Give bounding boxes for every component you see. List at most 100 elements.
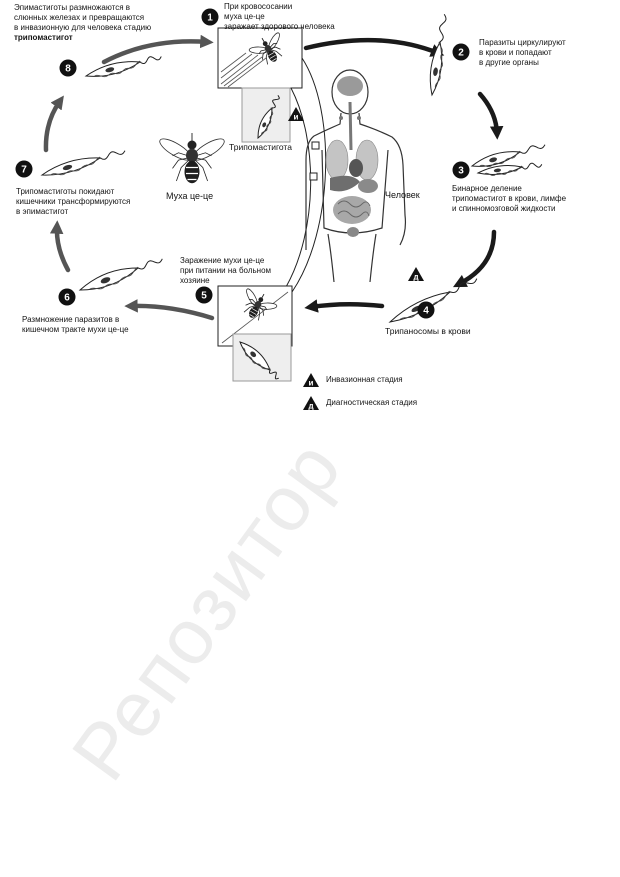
- fly-head: [258, 297, 264, 303]
- step-badge-6: 6: [58, 288, 76, 306]
- text-line: хозяине: [180, 276, 210, 285]
- bite-illustration-box: [217, 27, 303, 89]
- proboscis: [261, 37, 265, 43]
- step-badge-2: 2: [452, 43, 470, 61]
- step-badge-8: 8: [59, 59, 77, 77]
- intestine-folds: [337, 200, 371, 218]
- arrow-step6-to-step7: [49, 220, 71, 273]
- text-line: в другие органы: [479, 58, 539, 67]
- step-badge-number: 8: [65, 64, 71, 75]
- blood-sample-marker-lower: [309, 172, 318, 181]
- text-line: кишечники трансформируются: [16, 197, 131, 206]
- fly-abdomen: [249, 306, 259, 318]
- step-badge-4: 4: [417, 301, 435, 319]
- undulating-membrane: [89, 266, 138, 290]
- human-left-lung: [325, 139, 349, 181]
- human-liver: [330, 175, 360, 192]
- human-brain: [337, 76, 363, 96]
- legend-infective-text: Инвазионная стадия: [326, 375, 403, 384]
- undulating-membrane: [261, 107, 274, 135]
- text-line: кишечном тракте мухи це-це: [22, 325, 129, 334]
- step-badge-number: 4: [423, 306, 429, 317]
- flagellum: [99, 150, 126, 160]
- undulating-membrane: [434, 41, 443, 88]
- text-line: в инвазионную для человека стадию: [14, 23, 152, 32]
- step-6-description: Размножение паразитов в кишечном тракте …: [22, 315, 129, 335]
- legend-infective-marker: и: [303, 373, 319, 388]
- transmission-line-inner: [285, 87, 312, 288]
- text-line: Трипаносомы в крови: [385, 326, 471, 336]
- text-line: Трипомастиготы покидают: [16, 187, 115, 196]
- fly-head: [187, 140, 197, 150]
- flagellum: [139, 56, 162, 64]
- nucleus: [62, 164, 73, 171]
- lymph-node: [339, 116, 343, 120]
- ingested-trypomastigote: [239, 341, 279, 380]
- nucleus: [433, 67, 438, 76]
- cycle-arrows: [43, 34, 504, 321]
- text-line: При кровососании: [224, 2, 293, 11]
- text-line: при питании на больном: [180, 266, 272, 275]
- step-2-description: Паразиты циркулируют в крови и попадают …: [479, 38, 566, 68]
- text-line: Размножение паразитов в: [22, 315, 120, 324]
- step-badge-number: 2: [458, 48, 464, 59]
- step-badge-number: 3: [458, 166, 464, 177]
- arrow-step1-to-step2: [303, 37, 445, 57]
- epimastigote-stage-8: [84, 56, 162, 78]
- legend-diagnostic-text: Диагностическая стадия: [326, 398, 418, 407]
- undulating-membrane: [242, 347, 271, 370]
- bite-illustration: [217, 27, 303, 89]
- text-line: слюнных железах и превращаются: [14, 13, 145, 22]
- step-8-description: Эпимастиготы размножаются в слюнных желе…: [14, 3, 151, 43]
- fly-thorax: [254, 301, 262, 309]
- text-line: в эпимастигот: [16, 207, 69, 216]
- trypanosome-in-blood-stage-4: [388, 278, 478, 323]
- text-line: в крови и попадают: [479, 48, 552, 57]
- fly-abdomen: [184, 160, 200, 184]
- arrow-step8-to-step1: [101, 34, 214, 65]
- text-line: и спинномозговой жидкости: [452, 204, 556, 213]
- human-bladder: [347, 227, 359, 237]
- arrow-step3-to-step4: [452, 229, 497, 288]
- text-line: муха це-це: [224, 12, 265, 21]
- step-5-description: Заражение мухи це-це при питании на боль…: [180, 256, 271, 286]
- human-label: Человек: [385, 190, 420, 200]
- text-line: Паразиты циркулируют: [479, 38, 566, 47]
- metacyclic-trypomastigote: [257, 95, 280, 140]
- text-line: Бинарное деление: [452, 184, 522, 193]
- trypomastigote-label: Трипомастигота: [229, 142, 292, 152]
- fly-thorax: [186, 148, 198, 163]
- flagellum: [271, 95, 280, 109]
- tsetse-fly-label: Муха це-це: [166, 191, 214, 201]
- text-line: трипомастигот: [14, 33, 73, 42]
- flagellum: [519, 144, 546, 154]
- marker-letter: д: [413, 273, 418, 282]
- nucleus: [250, 351, 257, 358]
- dividing-trypomastigote-daughter-stage-3: [476, 162, 543, 177]
- flagellum: [449, 278, 478, 294]
- undulating-membrane: [94, 60, 141, 78]
- fly-abdomen: [267, 50, 277, 62]
- nucleus: [262, 122, 267, 128]
- flagellum: [439, 14, 447, 43]
- human-heart: [349, 159, 363, 177]
- step-7-description: Трипомастиготы покидают кишечники трансф…: [16, 187, 130, 217]
- step-badge-3: 3: [452, 161, 470, 179]
- nucleus: [493, 168, 501, 173]
- human-esophagus: [348, 101, 353, 151]
- step-badge-number: 6: [64, 293, 70, 304]
- trypomastigote-stage-2: [429, 14, 447, 97]
- step-badge-5: 5: [195, 286, 213, 304]
- fly-head: [262, 41, 268, 47]
- arrow-step7-to-step8: [43, 95, 64, 153]
- nucleus: [489, 157, 497, 163]
- marker-letter: и: [294, 113, 299, 122]
- abdomen-stripes: [268, 52, 277, 62]
- arrow-step2-to-step3: [477, 91, 504, 140]
- arrow-step5-to-step6: [124, 299, 215, 321]
- nucleus: [100, 277, 111, 284]
- step-4-description: Трипаносомы в крови: [385, 326, 471, 336]
- human-figure: [305, 69, 407, 283]
- undulating-membrane: [51, 156, 100, 176]
- step-badge-number: 5: [201, 291, 207, 302]
